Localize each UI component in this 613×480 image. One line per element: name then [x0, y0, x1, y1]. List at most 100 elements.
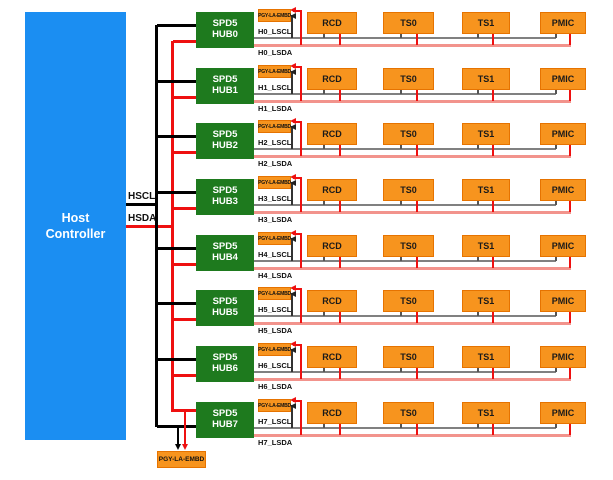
device-label: PMIC	[551, 296, 575, 306]
device-sda-stub	[492, 368, 494, 379]
hub-hsda-branch-wire	[173, 409, 197, 412]
probe-lsda-arrow-icon	[290, 341, 296, 347]
lsda-bus-wire	[254, 322, 571, 325]
hub-label-line1: SPD5	[212, 74, 238, 86]
probe-lsda-arrow-icon	[290, 7, 296, 13]
probe-lscl-arrow-icon	[290, 347, 296, 353]
device-scl-stub	[477, 257, 479, 261]
device-scl-stub	[400, 145, 402, 149]
hub-label-line1: SPD5	[212, 185, 238, 197]
device-sda-stub	[416, 312, 418, 323]
probe-lsda-arrow-icon	[290, 174, 296, 180]
hub-hsda-branch-wire	[173, 263, 197, 266]
lsda-bus-wire	[254, 267, 571, 270]
lscl-net-label: H0_LSCL	[258, 27, 292, 36]
device-box-ts0: TS0	[383, 290, 434, 312]
device-label: TS1	[477, 352, 495, 362]
lscl-net-label: H7_LSCL	[258, 417, 292, 426]
hub-hscl-branch-wire	[157, 358, 197, 361]
device-sda-stub	[492, 201, 494, 212]
spd5-hub-box: SPD5 HUB7	[196, 402, 254, 438]
device-box-pmic: PMIC	[540, 12, 586, 34]
hub-label-line1: SPD5	[212, 408, 238, 420]
hub-hsda-branch-wire	[173, 374, 197, 377]
hub-label-line2: HUB0	[212, 29, 238, 40]
device-scl-stub	[323, 368, 325, 372]
device-sda-stub	[492, 257, 494, 268]
device-scl-stub	[323, 201, 325, 205]
hub-label-line2: HUB6	[212, 363, 238, 374]
device-box-ts0: TS0	[383, 235, 434, 257]
spd5-hub-box: SPD5 HUB4	[196, 235, 254, 271]
device-sda-stub	[569, 424, 571, 435]
device-scl-stub	[323, 145, 325, 149]
spd5-hub-box: SPD5 HUB3	[196, 179, 254, 215]
device-sda-stub	[339, 257, 341, 268]
hub-row: SPD5 HUB1 PGY-LA-EMBD H1_LSCL H1_LSDA RC…	[0, 63, 613, 124]
lscl-net-label: H2_LSCL	[258, 138, 292, 147]
device-sda-stub	[492, 145, 494, 156]
device-scl-stub	[477, 368, 479, 372]
probe-lscl-wire	[291, 71, 293, 94]
device-sda-stub	[339, 145, 341, 156]
probe-label: PGY-LA-EMBD	[258, 68, 291, 75]
device-sda-stub	[339, 90, 341, 101]
lsda-net-label: H4_LSDA	[258, 271, 293, 280]
device-box-pmic: PMIC	[540, 179, 586, 201]
device-sda-stub	[492, 424, 494, 435]
device-label: TS1	[477, 241, 495, 251]
analyzer-probe-box: PGY-LA-EMBD	[258, 399, 291, 412]
lscl-bus-wire	[254, 148, 556, 150]
analyzer-probe-box: PGY-LA-EMBD	[258, 120, 291, 133]
lscl-bus-wire	[254, 93, 556, 95]
probe-lsda-arrow-icon	[290, 118, 296, 124]
device-label: TS1	[477, 18, 495, 28]
device-sda-stub	[569, 90, 571, 101]
probe-label: PGY-LA-EMBD	[258, 346, 291, 353]
lsda-net-label: H2_LSDA	[258, 159, 293, 168]
probe-lscl-wire	[291, 293, 293, 316]
device-scl-stub	[323, 90, 325, 94]
device-box-rcd: RCD	[307, 123, 357, 145]
host-label-line1: Host	[61, 210, 90, 225]
device-scl-stub	[400, 312, 402, 316]
hub-row: SPD5 HUB5 PGY-LA-EMBD H5_LSCL H5_LSDA RC…	[0, 285, 613, 346]
lsda-bus-wire	[254, 434, 571, 437]
hub-hscl-branch-wire	[157, 135, 197, 138]
analyzer-probe-box: PGY-LA-EMBD	[258, 287, 291, 300]
bottom-analyzer-probe-box: PGY-LA-EMBD	[157, 451, 206, 468]
device-label: PMIC	[551, 352, 575, 362]
probe-lsda-wire-vertical	[300, 344, 302, 379]
hub-label-line2: HUB1	[212, 85, 238, 96]
device-scl-stub	[477, 424, 479, 428]
lsda-net-label: H5_LSDA	[258, 326, 293, 335]
device-box-ts1: TS1	[462, 402, 510, 424]
device-box-pmic: PMIC	[540, 346, 586, 368]
probe-label: PGY-LA-EMBD	[258, 123, 291, 130]
analyzer-probe-box: PGY-LA-EMBD	[258, 176, 291, 189]
device-label: TS0	[400, 74, 417, 84]
device-sda-stub	[416, 90, 418, 101]
lscl-bus-wire	[254, 427, 556, 429]
probe-lsda-wire-horizontal	[293, 66, 302, 68]
device-label: RCD	[322, 241, 342, 251]
device-box-ts1: TS1	[462, 12, 510, 34]
device-label: PMIC	[551, 185, 575, 195]
hub-hsda-branch-wire	[173, 40, 197, 43]
probe-lsda-wire-horizontal	[293, 400, 302, 402]
probe-lsda-wire-vertical	[300, 177, 302, 212]
device-label: RCD	[322, 74, 342, 84]
hub-hsda-branch-wire	[173, 207, 197, 210]
hub-label-line2: HUB4	[212, 252, 238, 263]
device-scl-stub	[400, 201, 402, 205]
device-scl-stub	[477, 201, 479, 205]
hub-row: SPD5 HUB3 PGY-LA-EMBD H3_LSCL H3_LSDA RC…	[0, 174, 613, 235]
lsda-net-label: H7_LSDA	[258, 438, 293, 447]
device-label: RCD	[322, 296, 342, 306]
device-box-rcd: RCD	[307, 235, 357, 257]
analyzer-probe-box: PGY-LA-EMBD	[258, 9, 291, 22]
hub-label-line2: HUB3	[212, 196, 238, 207]
hub-label-line1: SPD5	[212, 352, 238, 364]
device-sda-stub	[569, 145, 571, 156]
